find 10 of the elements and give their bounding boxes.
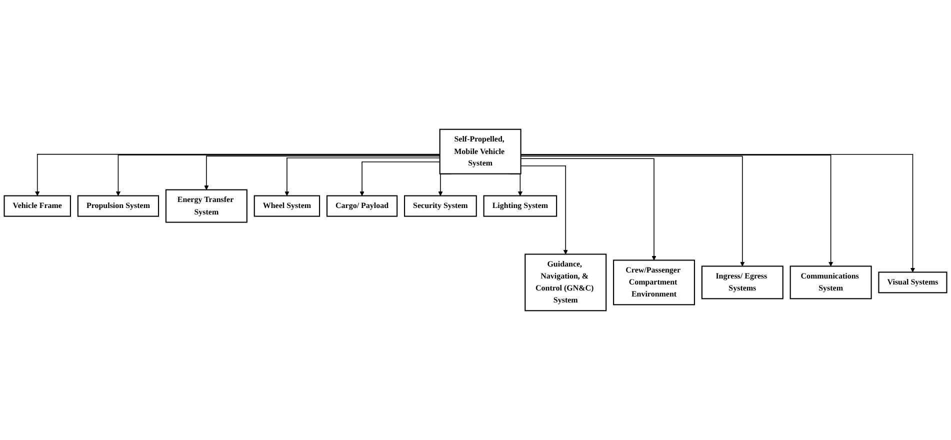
arrow: [116, 154, 440, 196]
arrow: [520, 154, 834, 266]
arrow: [284, 158, 440, 196]
arrow: [520, 166, 568, 254]
arrow: [520, 154, 916, 272]
arrow: [204, 156, 440, 190]
arrow: [35, 154, 440, 196]
arrow: [520, 158, 656, 260]
arrow: [360, 162, 440, 196]
arrow: [520, 156, 745, 266]
